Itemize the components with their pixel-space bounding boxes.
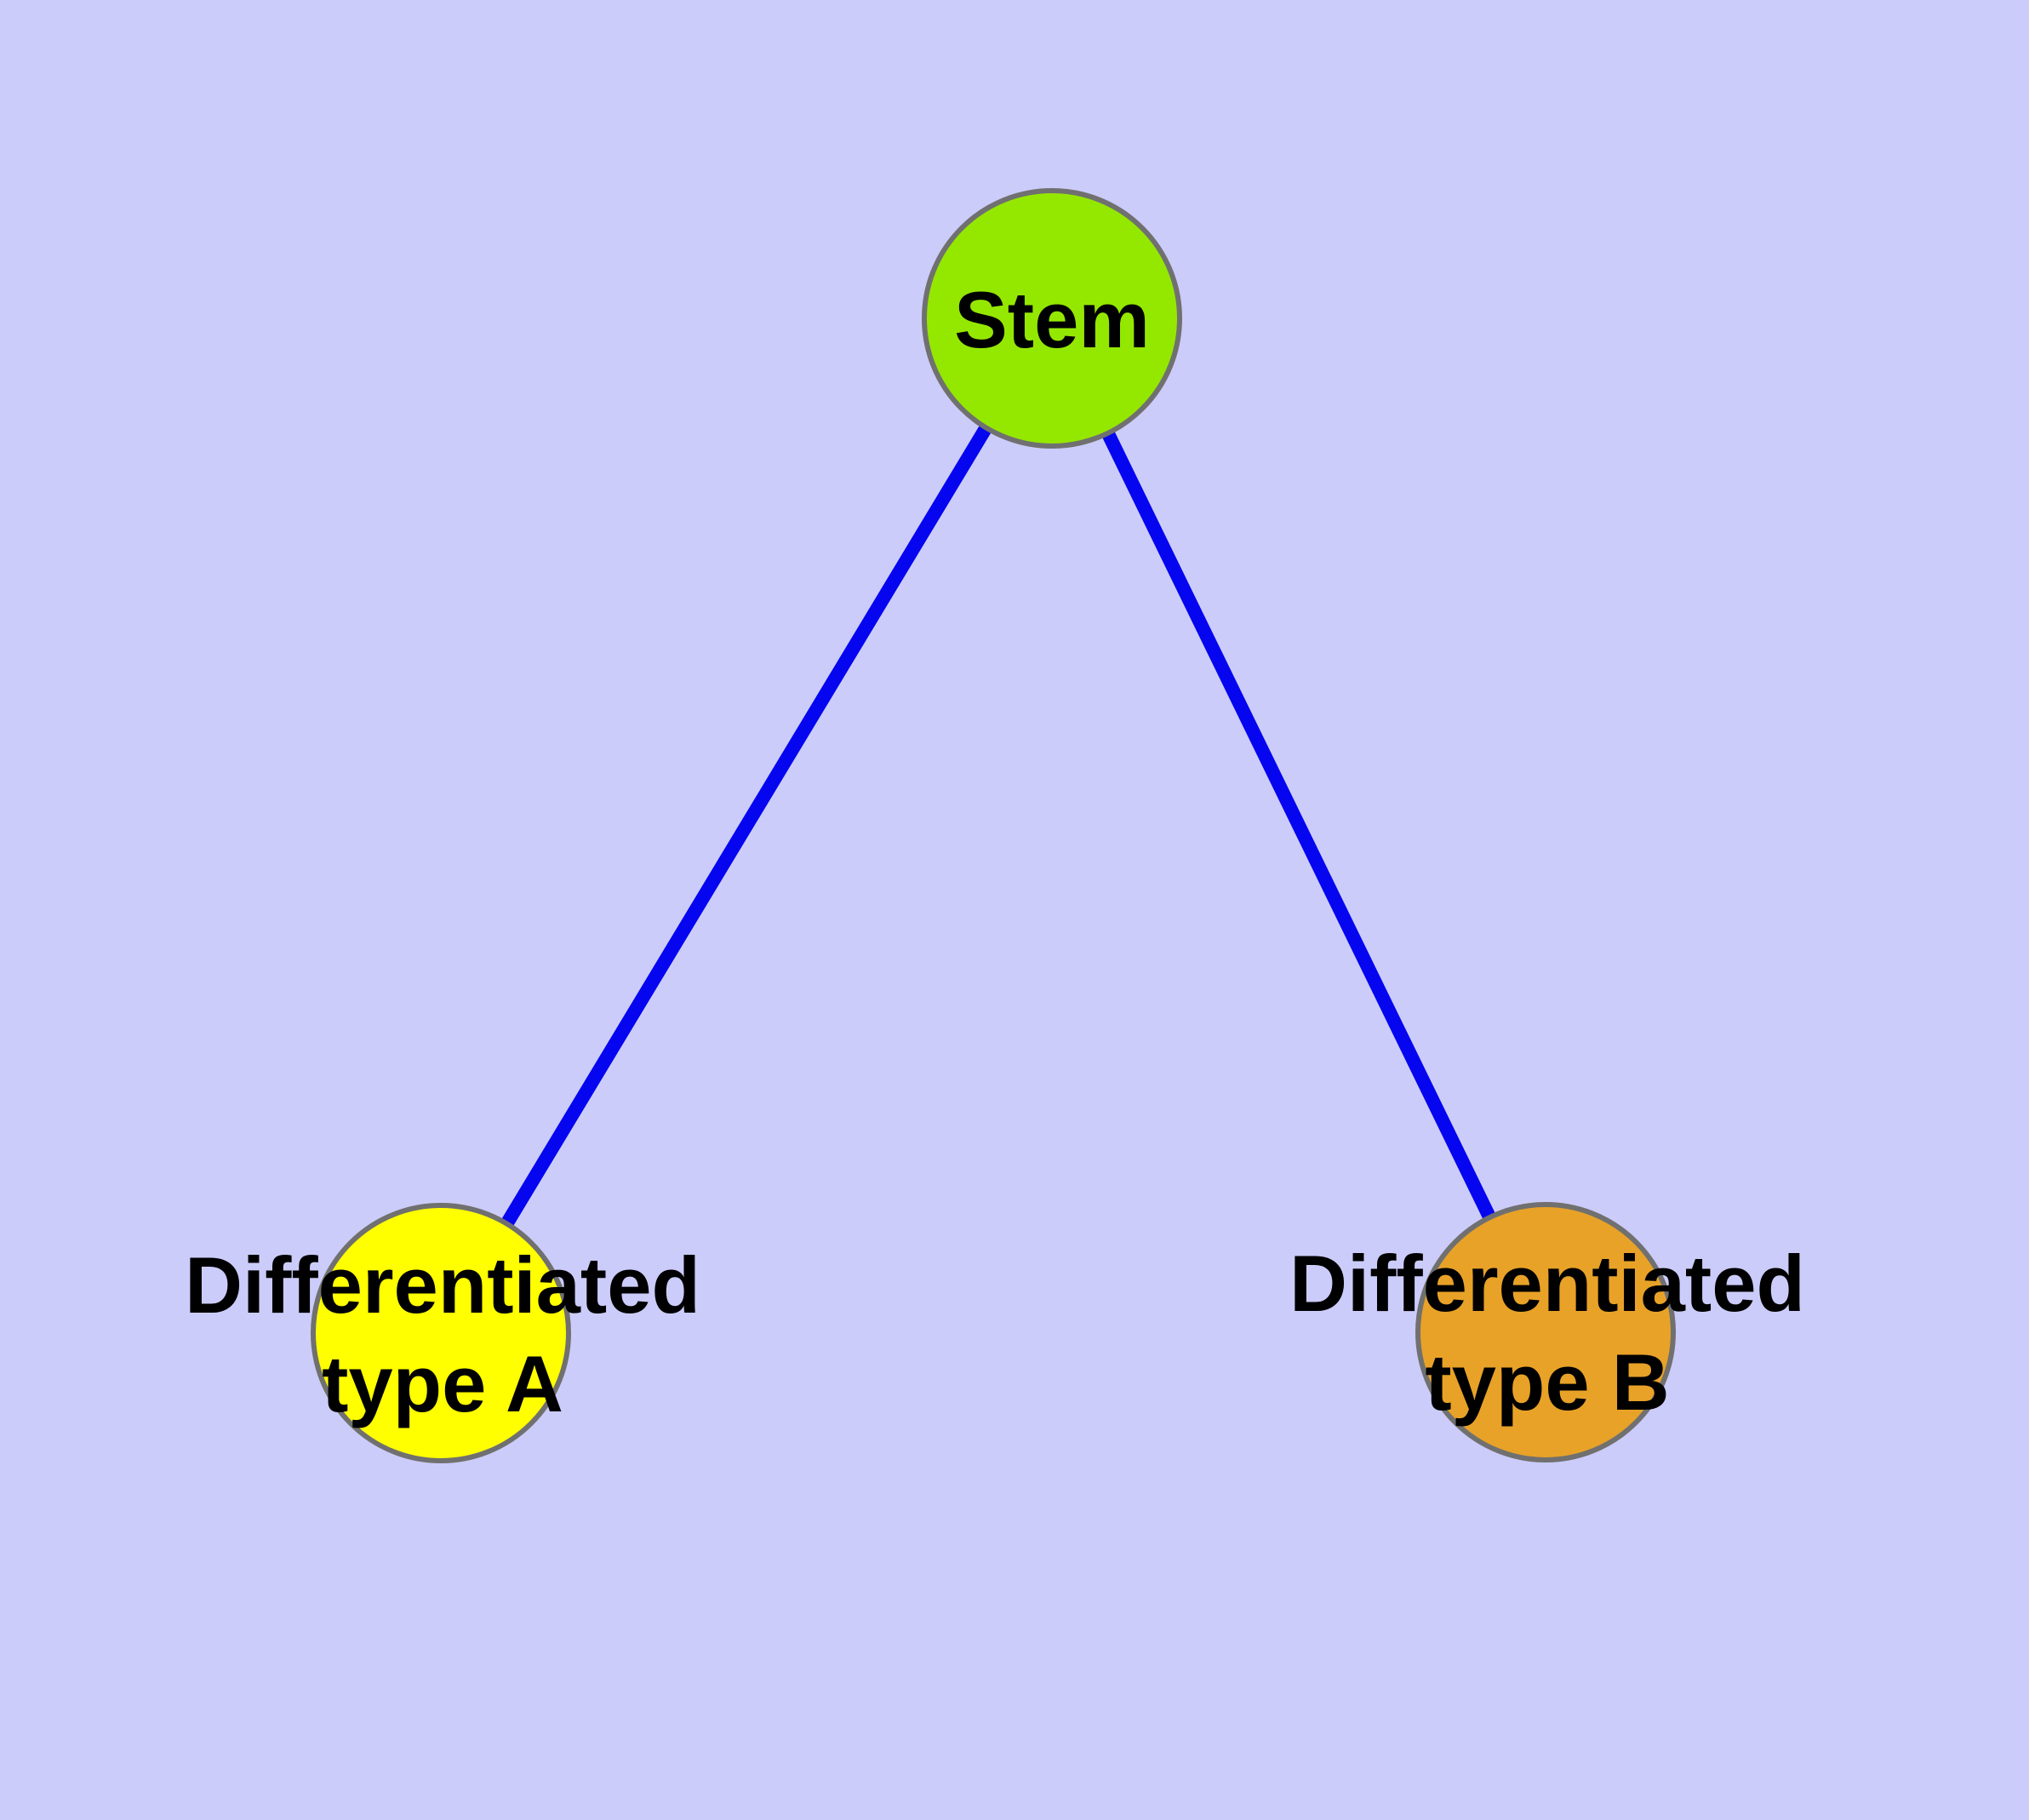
node-type-a-circle bbox=[311, 1203, 571, 1463]
node-stem-circle bbox=[922, 188, 1182, 449]
edge-stem-to-type-b bbox=[1045, 315, 1552, 1336]
node-type-b-circle bbox=[1415, 1202, 1676, 1462]
edge-stem-to-type-a bbox=[435, 314, 1058, 1337]
